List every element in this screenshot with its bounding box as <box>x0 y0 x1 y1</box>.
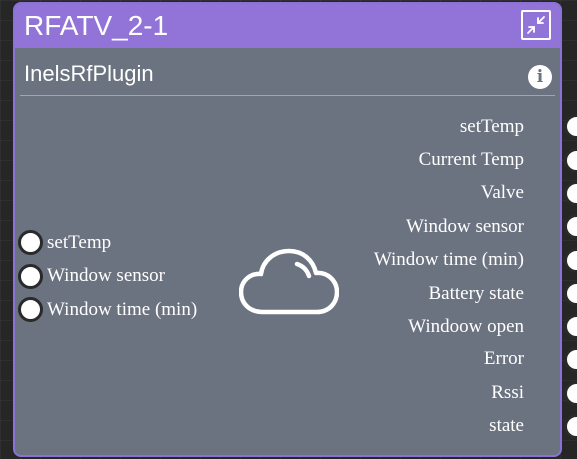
input-port-window-sensor[interactable] <box>18 264 43 289</box>
node-header[interactable]: RFATV_2-1 <box>15 4 560 48</box>
output-label-rssi: Rssi <box>491 382 524 403</box>
node-title: RFATV_2-1 <box>24 10 169 41</box>
input-port-settemp[interactable] <box>18 230 43 255</box>
plugin-node[interactable]: RFATV_2-1 InelsRfPlugin i setTemp Window… <box>13 2 577 457</box>
output-label-error: Error <box>483 348 524 369</box>
input-label-window-time: Window time (min) <box>47 299 198 320</box>
input-label-window-sensor: Window sensor <box>47 265 165 286</box>
info-icon[interactable]: i <box>528 65 552 89</box>
header-divider <box>20 95 555 96</box>
output-label-window-time: Window time (min) <box>373 249 524 270</box>
output-port-windoow-open[interactable] <box>564 314 577 339</box>
output-port-valve[interactable] <box>564 181 577 206</box>
output-label-battery-state: Battery state <box>428 283 525 304</box>
output-port-settemp[interactable] <box>564 114 577 139</box>
output-label-state: state <box>489 415 524 436</box>
output-label-valve: Valve <box>480 182 524 203</box>
output-port-error[interactable] <box>564 347 577 372</box>
output-label-windoow-open: Windoow open <box>408 316 524 337</box>
output-label-current-temp: Current Temp <box>418 149 524 170</box>
output-port-state[interactable] <box>564 414 577 439</box>
output-port-window-time[interactable] <box>564 248 577 273</box>
info-icon-glyph: i <box>536 67 544 87</box>
output-label-settemp: setTemp <box>459 116 524 137</box>
cloud-icon <box>239 248 339 315</box>
plugin-name: InelsRfPlugin <box>24 61 154 86</box>
output-label-window-sensor: Window sensor <box>406 216 524 237</box>
collapse-arrows-icon[interactable] <box>521 10 551 40</box>
output-port-battery-state[interactable] <box>564 281 577 306</box>
output-port-rssi[interactable] <box>564 381 577 406</box>
output-port-current-temp[interactable] <box>564 148 577 173</box>
input-label-settemp: setTemp <box>47 232 112 253</box>
output-port-window-sensor[interactable] <box>564 214 577 239</box>
input-port-window-time[interactable] <box>18 297 43 322</box>
